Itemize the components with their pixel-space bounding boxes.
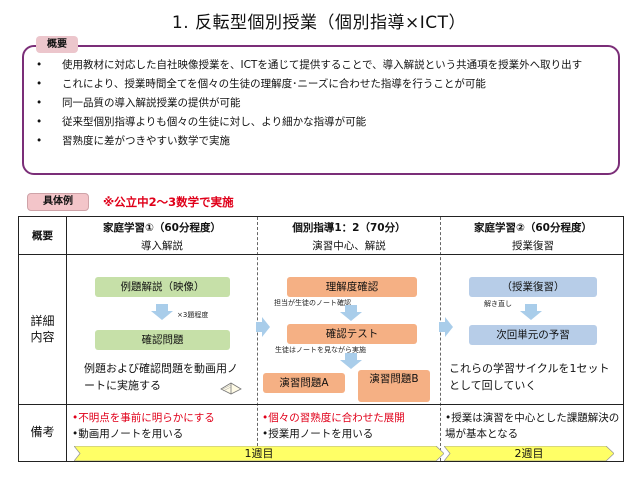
- right-arrow-icon: [439, 317, 453, 337]
- col1-description: 例題および確認問題を動画用ノートに実施する: [84, 362, 238, 392]
- col2-header: 個別指導1：2（70分）: [292, 222, 406, 234]
- example-note: ※公立中2〜3数学で実施: [103, 195, 234, 209]
- step-check-problem: 確認問題: [95, 330, 230, 350]
- week-2-bar: [444, 446, 614, 461]
- step-annotation: ×3題程度: [177, 311, 209, 319]
- col1-header: 家庭学習①（60分程度）: [102, 222, 221, 234]
- step-annotation: 生徒はノートを見ながら実施: [275, 346, 366, 354]
- row-label-detail: 詳細 内容: [30, 314, 55, 344]
- step-understanding-check: 理解度確認: [287, 277, 417, 297]
- right-arrow-icon: [256, 317, 270, 337]
- week-1-bar: [74, 446, 444, 461]
- col-divider: [440, 217, 441, 461]
- step-next-preview: 次回単元の予習: [469, 325, 597, 345]
- col3-remark: •授業は演習を中心とした課題解決の場が基本となる: [445, 412, 620, 440]
- down-arrow-icon: [340, 305, 362, 321]
- step-exercise-b: 演習問題B: [358, 370, 430, 402]
- summary-item: 使用教材に対応した自社映像授業を、ICTを通じて提供することで、導入解説という共…: [34, 58, 609, 73]
- step-class-review: （授業復習）: [469, 277, 597, 297]
- col-divider: [66, 217, 67, 461]
- col3-subheader: 授業復習: [512, 240, 554, 252]
- col3-header: 家庭学習②（60分程度）: [473, 222, 592, 234]
- step-annotation: 解き直し: [484, 300, 512, 308]
- step-example-video: 例題解説（映像）: [95, 277, 230, 297]
- col-divider: [257, 217, 258, 461]
- summary-item: 習熟度に差がつきやすい数学で実施: [34, 134, 609, 149]
- row-divider: [19, 254, 623, 255]
- col1-remark: •動画用ノートを用いる: [72, 428, 184, 440]
- summary-item: 同一品質の導入解説授業の提供が可能: [34, 96, 609, 111]
- col2-remark: •授業用ノートを用いる: [262, 428, 374, 440]
- page-title: 1. 反転型個別授業（個別指導×ICT）: [171, 13, 467, 33]
- row-divider: [19, 404, 623, 405]
- col1-subheader: 導入解説: [141, 240, 183, 252]
- step-check-test: 確認テスト: [287, 324, 417, 344]
- step-exercise-a: 演習問題A: [263, 373, 345, 393]
- notebook-icon: [220, 382, 242, 395]
- down-arrow-icon: [151, 304, 173, 320]
- example-tag: 具体例: [27, 193, 89, 211]
- col2-subheader: 演習中心、解説: [312, 240, 386, 252]
- summary-item: 従来型個別指導よりも個々の生徒に対し、より細かな指導が可能: [34, 115, 609, 130]
- week-1-label: 1週目: [244, 447, 274, 460]
- row-label-overview: 概要: [32, 230, 53, 242]
- plan-table: 概要 詳細 内容 備考 家庭学習①（60分程度） 導入解説 個別指導1：2（70…: [18, 216, 624, 462]
- row-label-remarks: 備考: [30, 425, 55, 439]
- col2-remark: •個々の習熟度に合わせた展開: [262, 412, 405, 424]
- summary-item: これにより、授業時間全てを個々の生徒の理解度･ニーズに合わせた指導を行うことが可…: [34, 77, 609, 92]
- step-annotation: 担当が生徒のノート確認: [274, 299, 351, 307]
- col3-description: これらの学習サイクルを1セットとして回していく: [449, 362, 610, 392]
- week-2-label: 2週目: [514, 447, 544, 460]
- summary-list: 使用教材に対応した自社映像授業を、ICTを通じて提供することで、導入解説という共…: [34, 58, 609, 153]
- col1-remark: •不明点を事前に明らかにする: [72, 412, 215, 424]
- down-arrow-icon: [520, 304, 542, 320]
- summary-tag: 概要: [36, 36, 78, 53]
- down-arrow-icon: [340, 353, 362, 369]
